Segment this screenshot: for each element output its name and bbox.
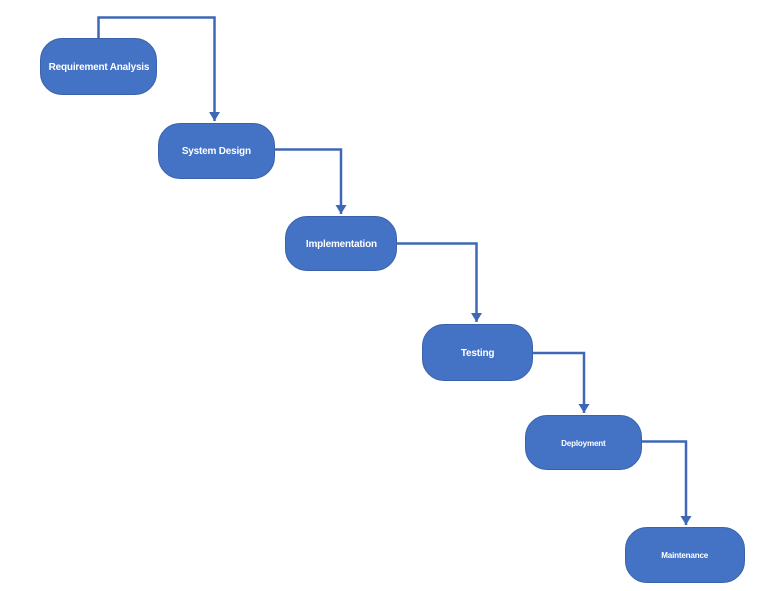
node-system-design[interactable]: System Design: [158, 123, 275, 179]
edge-implementation-to-testing: [397, 242, 482, 322]
node-label: Maintenance: [661, 550, 709, 560]
node-maintenance[interactable]: Maintenance: [625, 527, 745, 583]
node-implementation[interactable]: Implementation: [285, 216, 397, 271]
node-label: Requirement Analysis: [48, 60, 149, 73]
node-testing[interactable]: Testing: [422, 324, 533, 381]
edge-system-design-to-implementation: [275, 148, 347, 214]
node-label: Testing: [460, 346, 495, 359]
node-requirement-analysis[interactable]: Requirement Analysis: [40, 38, 157, 95]
edge-requirement-analysis-to-system-design: [97, 16, 220, 121]
node-label: Implementation: [305, 237, 377, 250]
edge-deployment-to-maintenance: [642, 440, 692, 525]
node-label: Deployment: [561, 437, 606, 448]
edge-testing-to-deployment: [533, 351, 590, 413]
node-deployment[interactable]: Deployment: [525, 415, 642, 470]
node-label: System Design: [181, 145, 252, 157]
